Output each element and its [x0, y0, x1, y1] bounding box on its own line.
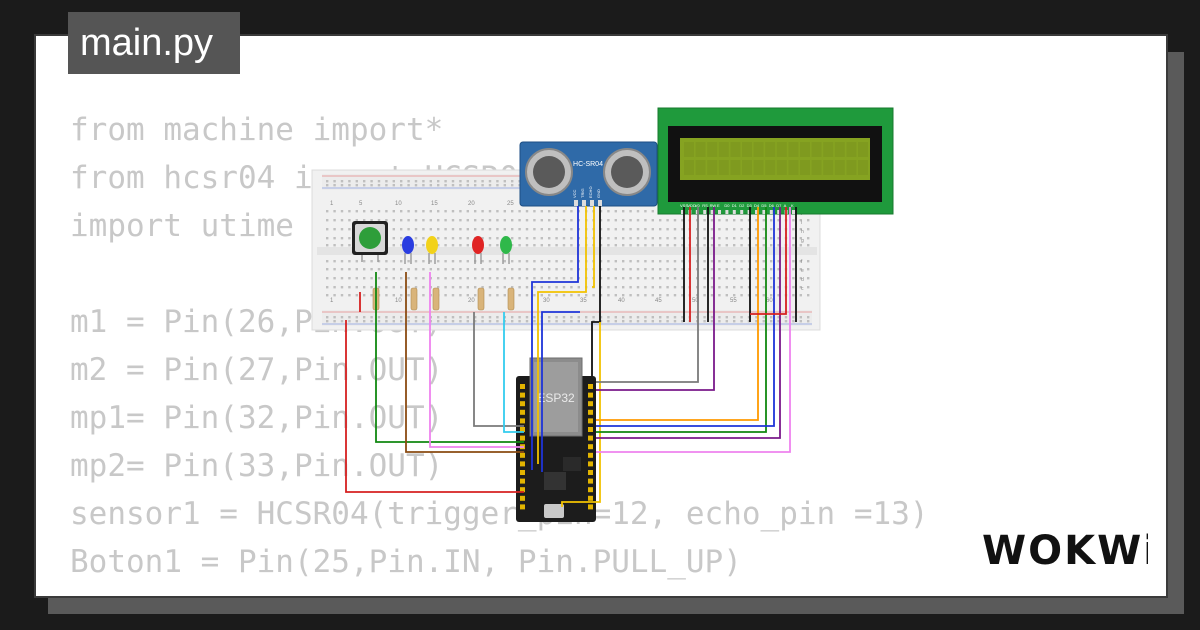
code-line: import utime — [70, 208, 294, 244]
lcd-pin-label: D0 — [724, 203, 730, 208]
code-line: Boton1 = Pin(25,Pin.IN, Pin.PULL_UP) — [70, 544, 742, 580]
svg-text:TRIG: TRIG — [580, 188, 585, 198]
svg-text:1: 1 — [330, 298, 334, 304]
ultrasonic-sensor: HC-SR04 VCC TRIG ECHO GND — [519, 141, 658, 207]
svg-text:i: i — [801, 220, 802, 226]
lcd-pin-label: D1 — [732, 203, 738, 208]
ultrasonic-label: HC-SR04 — [573, 161, 603, 168]
esp32-board: ESP32 — [516, 357, 596, 522]
led-green — [500, 236, 512, 264]
push-button[interactable] — [352, 221, 388, 262]
svg-text:45: 45 — [655, 298, 662, 304]
lcd-pin-label: E — [717, 203, 720, 208]
svg-text:60: 60 — [766, 298, 773, 304]
svg-text:GND: GND — [596, 189, 601, 198]
lcd-pin-label: D5 — [761, 203, 767, 208]
esp32-pin-headers — [520, 384, 593, 510]
svg-text:15: 15 — [431, 201, 438, 207]
lcd-pin-label: A — [784, 203, 787, 208]
svg-text:f: f — [801, 259, 803, 265]
svg-text:50: 50 — [692, 298, 699, 304]
svg-text:55: 55 — [730, 298, 737, 304]
preview-card: from machine import*from hcsr04 import H… — [34, 34, 1168, 598]
svg-text:g: g — [801, 238, 804, 244]
svg-text:e: e — [801, 268, 804, 274]
led-blue — [402, 236, 414, 264]
svg-text:20: 20 — [468, 298, 475, 304]
lcd-pin-label: D7 — [776, 203, 782, 208]
lcd-pin-label: K — [791, 203, 794, 208]
mcu-label: ESP32 — [537, 391, 575, 405]
lcd-pin-label: D2 — [739, 203, 745, 208]
svg-text:30: 30 — [543, 298, 550, 304]
lcd-pin-label: RW — [710, 203, 717, 208]
breadboard-column-numbers: 1 5 10 15 20 25 1 10 20 30 35 40 45 50 5… — [330, 201, 773, 304]
svg-text:d: d — [801, 277, 804, 283]
lcd-pin-label: D6 — [769, 203, 775, 208]
lcd-pin-label: VSS — [680, 203, 688, 208]
lcd-character-grid — [684, 142, 868, 175]
svg-text:10: 10 — [395, 298, 402, 304]
svg-text:40: 40 — [618, 298, 625, 304]
code-line: mp2= Pin(33,Pin.OUT) — [70, 448, 444, 484]
svg-text:20: 20 — [468, 201, 475, 207]
circuit-diagram: 1 5 10 15 20 25 1 10 20 30 35 40 45 50 5… — [311, 107, 894, 522]
file-tab-label: main.py — [80, 22, 214, 64]
code-line: m2 = Pin(27,Pin.OUT) — [70, 352, 444, 388]
usb-port — [544, 504, 564, 518]
lcd-pin-label: VDD — [687, 203, 696, 208]
svg-text:5: 5 — [359, 201, 363, 207]
svg-text:ECHO: ECHO — [588, 186, 593, 198]
svg-text:VCC: VCC — [572, 189, 577, 198]
svg-text:35: 35 — [580, 298, 587, 304]
lcd-pin-label: D3 — [747, 203, 753, 208]
svg-text:c: c — [801, 286, 804, 292]
svg-text:25: 25 — [507, 201, 514, 207]
svg-text:h: h — [801, 229, 804, 235]
code-line: from machine import* — [70, 112, 444, 148]
wokwi-logo: WOKWi — [982, 528, 1148, 574]
led-yellow — [426, 236, 438, 264]
wires — [345, 206, 797, 507]
lcd-pin-label: D4 — [754, 203, 760, 208]
file-tab[interactable]: main.py — [68, 12, 240, 74]
svg-text:WOKWi: WOKWi — [982, 528, 1148, 574]
lcd-pin-label: V0 — [695, 203, 701, 208]
lcd-pin-label: RS — [702, 203, 708, 208]
led-red — [472, 236, 484, 264]
svg-text:1: 1 — [330, 201, 334, 207]
svg-text:10: 10 — [395, 201, 402, 207]
code-line: mp1= Pin(32,Pin.OUT) — [70, 400, 444, 436]
